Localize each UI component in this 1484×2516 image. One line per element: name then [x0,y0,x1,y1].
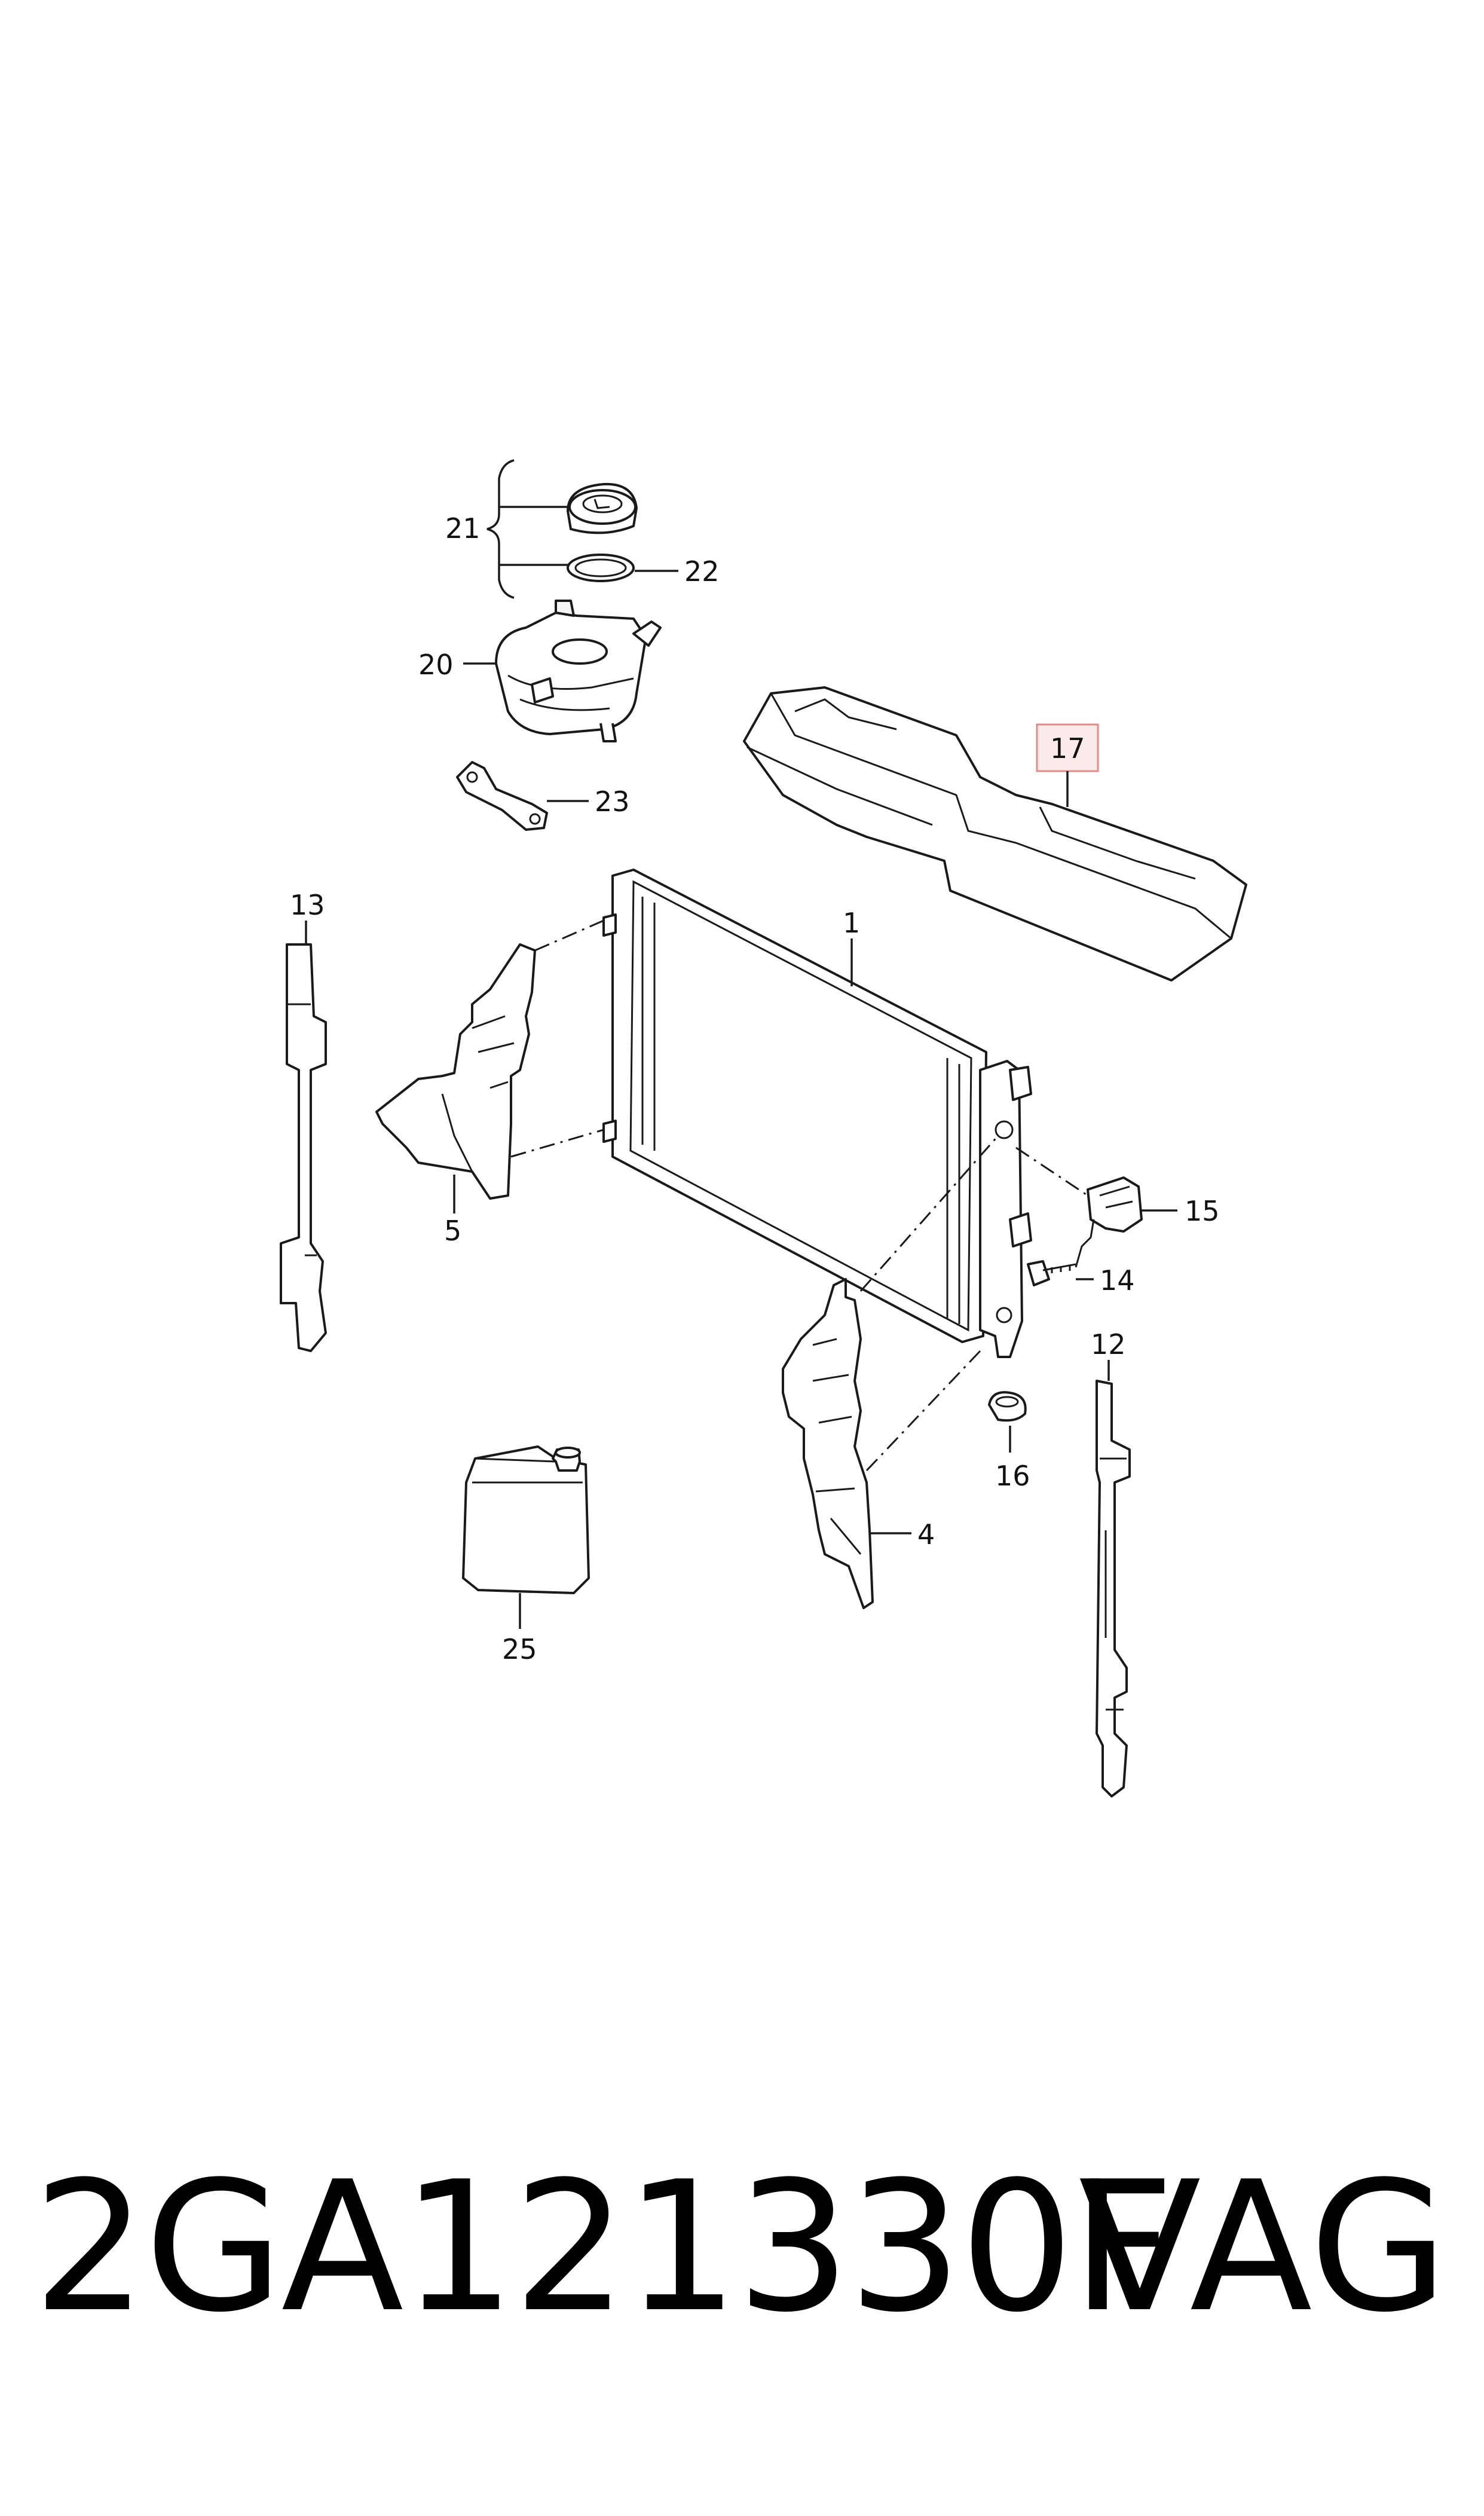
air-duct [743,686,1247,982]
callout-15[interactable]: 15 [1185,1195,1220,1227]
expansion-tank [463,600,662,742]
left-air-deflector [375,919,604,1213]
part-number: 2GA121330F [33,2143,1174,2352]
callout-13[interactable]: 13 [290,889,325,921]
callout-22[interactable]: 22 [684,555,720,588]
callout-5[interactable]: 5 [444,1215,461,1247]
right-air-deflector [782,1135,999,1609]
callout-12[interactable]: 12 [1091,1328,1126,1361]
callout-14[interactable]: 14 [1100,1264,1135,1297]
cap-assembly [486,459,678,599]
callout-1[interactable]: 1 [843,907,860,939]
coolant-bottle [462,1445,590,1629]
callout-20[interactable]: 20 [418,649,454,681]
parts-diagram: 21 22 20 23 17 [280,459,1247,1797]
callout-23[interactable]: 23 [595,785,630,818]
callout-21[interactable]: 21 [445,512,481,545]
radiator [602,869,1032,1358]
brand-name: VAG [1078,2143,1448,2352]
radiator-bracket [1015,1147,1177,1268]
callout-17-highlight [1036,723,1099,772]
callout-25[interactable]: 25 [502,1633,537,1665]
left-seal-strip [280,921,327,1352]
rubber-mount [988,1391,1027,1453]
callout-17[interactable]: 17 [1050,732,1085,765]
bolt [1027,1260,1094,1286]
callout-16[interactable]: 16 [995,1460,1030,1492]
right-seal-strip [1096,1360,1131,1797]
tank-bracket [456,761,589,831]
callout-4[interactable]: 4 [917,1518,935,1551]
